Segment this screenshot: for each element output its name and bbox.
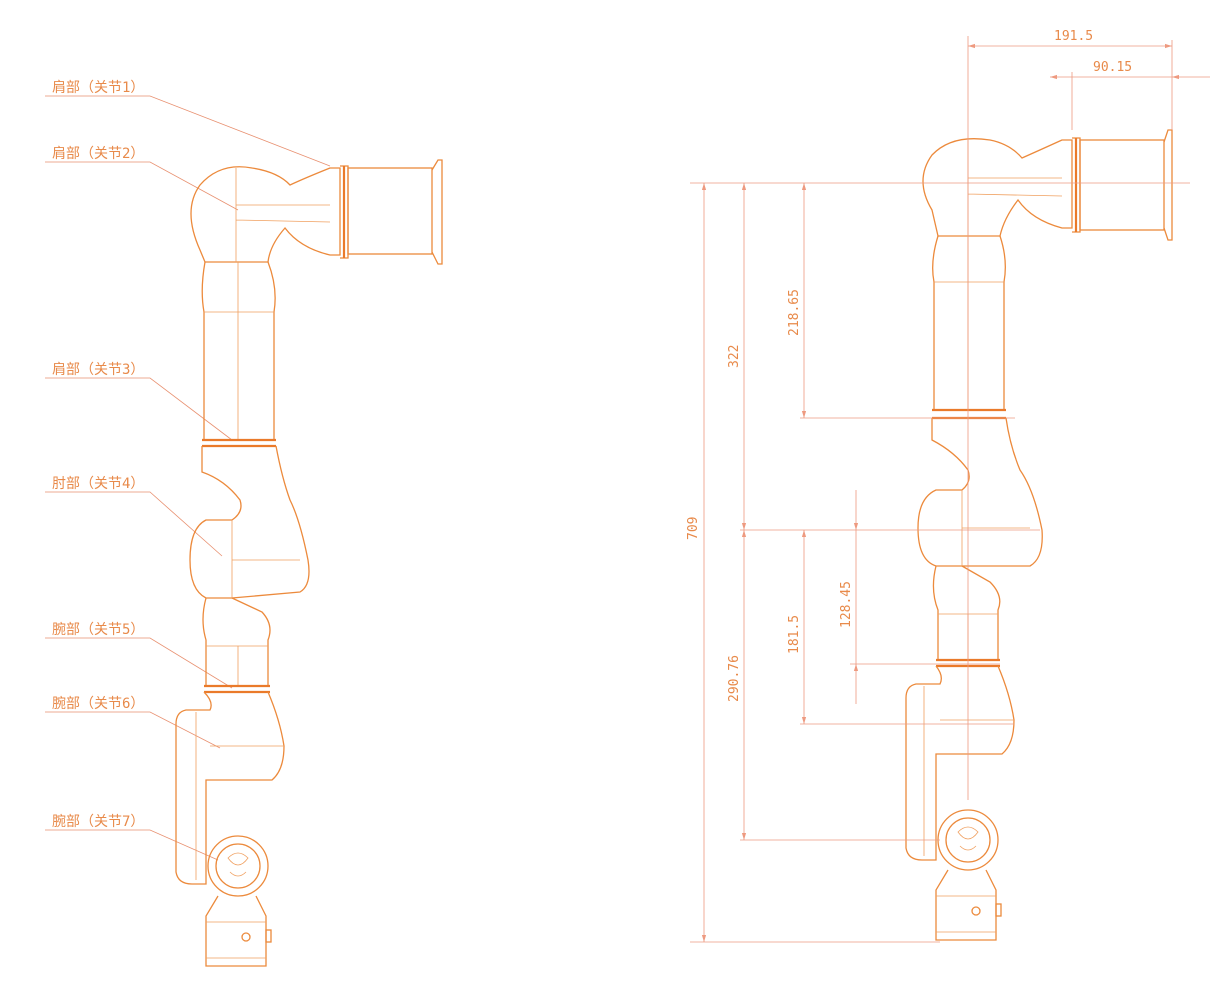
dim-322: 322 [727, 345, 742, 368]
label-joint5: 腕部（关节5） [52, 622, 144, 638]
leader-j4 [45, 491, 223, 557]
label-joint3: 肩部（关节3） [52, 362, 144, 378]
extension-lines [690, 36, 1190, 943]
left-view: 肩部（关节1） 肩部（关节2） 肩部（关节3） 肘部（关节4） 腕部（关节5） … [45, 80, 443, 967]
dim-191: 191.5 [1054, 29, 1093, 44]
dimension-lines [701, 43, 1210, 942]
leader-j3 [45, 377, 233, 441]
right-arm-outline [905, 129, 1173, 941]
dim-90: 90.15 [1093, 60, 1132, 75]
leader-j6 [45, 711, 221, 749]
leader-j2 [45, 161, 239, 211]
label-joint4: 肘部（关节4） [52, 476, 144, 492]
dim-290: 290.76 [727, 655, 742, 702]
label-joint7: 腕部（关节7） [52, 814, 144, 830]
dim-181: 181.5 [787, 615, 802, 654]
left-arm-outline [175, 159, 443, 967]
label-joint1: 肩部（关节1） [52, 80, 144, 96]
dim-709: 709 [686, 517, 701, 540]
leader-j7 [45, 829, 219, 861]
dim-128: 128.45 [839, 581, 854, 628]
label-joint6: 腕部（关节6） [52, 696, 144, 712]
leader-j5 [45, 637, 233, 689]
label-leaders [45, 95, 331, 861]
label-joint2: 肩部（关节2） [52, 146, 144, 162]
dim-218: 218.65 [787, 289, 802, 336]
leader-j1 [45, 95, 331, 167]
right-view: 191.5 90.15 709 322 218.65 290.76 181.5 … [686, 29, 1210, 943]
